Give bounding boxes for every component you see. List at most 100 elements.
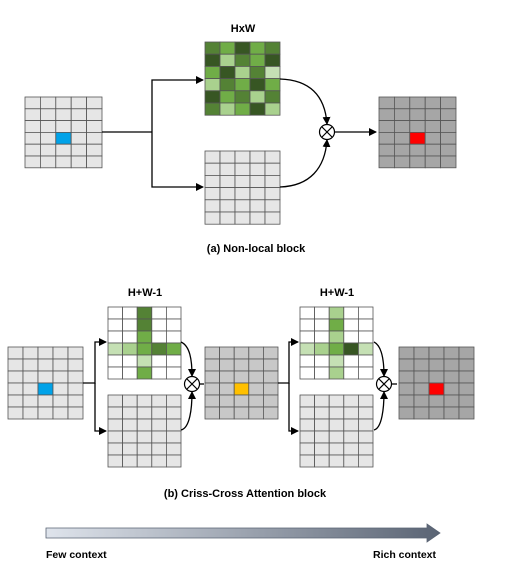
nonlocal-value-to-mult <box>279 139 331 188</box>
grid-cell <box>299 442 316 456</box>
grid-cell <box>234 199 251 213</box>
grid-cell <box>219 406 235 420</box>
grid-cell <box>52 346 69 360</box>
grid-cell <box>40 96 57 110</box>
cca-intermediate-grid <box>204 346 279 420</box>
grid-cell <box>151 394 167 408</box>
grid-cell <box>264 162 281 176</box>
grid-cell <box>249 41 266 55</box>
grid-cell <box>55 155 72 169</box>
grid-cell <box>343 406 359 420</box>
grid-cell <box>357 394 374 408</box>
grid-cell <box>233 382 250 396</box>
grid-cell <box>328 330 345 344</box>
grid-cell <box>343 342 359 356</box>
grid-cell <box>328 394 345 408</box>
grid-cell <box>107 394 124 408</box>
grid-cell <box>165 366 182 380</box>
grid-cell <box>262 370 279 384</box>
grid-cell <box>299 430 316 444</box>
grid-cell <box>22 358 39 372</box>
grid-cell <box>393 96 411 110</box>
grid-cell <box>440 131 457 145</box>
grid-cell <box>233 370 250 384</box>
grid-cell <box>428 382 445 396</box>
cca-attention-map-1 <box>107 306 182 380</box>
grid-cell <box>249 199 266 213</box>
grid-cell <box>264 78 281 92</box>
nonlocal-output-grid <box>378 96 457 169</box>
grid-cell <box>440 143 457 157</box>
cca2-attn-to-mult <box>373 341 388 377</box>
grid-cell <box>299 306 316 320</box>
grid-cell <box>314 418 330 432</box>
grid-cell <box>219 90 236 104</box>
grid-cell <box>122 442 138 456</box>
cca1-multiply-icon <box>183 375 201 393</box>
grid-cell <box>151 418 167 432</box>
grid-cell <box>249 78 266 92</box>
grid-cell <box>70 143 87 157</box>
grid-cell <box>151 454 167 468</box>
grid-cell <box>458 394 475 408</box>
grid-cell <box>357 306 374 320</box>
grid-cell <box>357 330 374 344</box>
grid-cell <box>249 174 266 188</box>
grid-cell <box>67 394 84 408</box>
grid-cell <box>378 120 395 133</box>
grid-cell <box>204 370 221 384</box>
grid-cell <box>443 370 460 384</box>
grid-cell <box>409 96 426 110</box>
grid-cell <box>204 66 221 80</box>
grid-cell <box>357 342 374 356</box>
grid-cell <box>343 442 359 456</box>
nonlocal-branch-top-arrow <box>151 76 204 132</box>
grid-cell <box>398 358 415 372</box>
grid-cell <box>37 394 54 408</box>
grid-cell <box>234 90 251 104</box>
grid-cell <box>248 394 264 408</box>
grid-cell <box>234 174 251 188</box>
grid-cell <box>413 370 430 384</box>
cca1-value-to-mult <box>180 391 196 431</box>
grid-cell <box>219 394 235 408</box>
grid-cell <box>7 394 24 408</box>
grid-cell <box>24 155 41 169</box>
cca2-value-to-mult <box>373 391 388 431</box>
grid-cell <box>86 96 103 110</box>
grid-cell <box>264 211 281 225</box>
grid-cell <box>357 454 374 468</box>
grid-cell <box>328 354 345 368</box>
grid-cell <box>264 102 281 116</box>
grid-cell <box>424 108 442 122</box>
grid-cell <box>122 394 138 408</box>
grid-cell <box>204 187 221 201</box>
grid-cell <box>314 442 330 456</box>
grid-cell <box>52 382 69 396</box>
grid-cell <box>86 155 103 169</box>
grid-cell <box>204 211 221 225</box>
grid-cell <box>70 155 87 169</box>
grid-cell <box>428 358 445 372</box>
grid-cell <box>398 346 415 360</box>
grid-cell <box>264 199 281 213</box>
grid-cell <box>24 143 41 157</box>
grid-cell <box>249 66 266 80</box>
grid-cell <box>262 394 279 408</box>
grid-cell <box>328 442 345 456</box>
grid-cell <box>249 162 266 176</box>
grid-cell <box>428 406 445 420</box>
grid-cell <box>233 394 250 408</box>
grid-cell <box>165 454 182 468</box>
context-arrow <box>45 523 441 543</box>
grid-cell <box>424 120 442 133</box>
grid-cell <box>86 143 103 157</box>
grid-cell <box>328 342 345 356</box>
grid-cell <box>151 354 167 368</box>
grid-cell <box>219 41 236 55</box>
grid-cell <box>219 162 236 176</box>
grid-cell <box>440 96 457 110</box>
grid-cell <box>357 406 374 420</box>
grid-cell <box>393 120 411 133</box>
grid-cell <box>204 382 221 396</box>
